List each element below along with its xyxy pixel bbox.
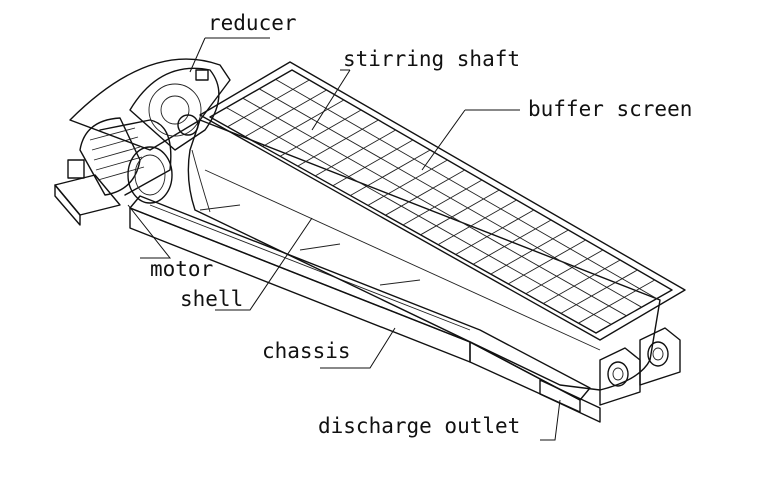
- label-motor: motor: [150, 257, 213, 281]
- callout-labels: reducer stirring shaft buffer screen mot…: [150, 11, 692, 438]
- label-stirring-shaft: stirring shaft: [343, 47, 520, 71]
- shell-body: [187, 119, 661, 391]
- bearing-blocks: [599, 327, 681, 406]
- buffer-screen: [199, 61, 686, 341]
- label-discharge-outlet: discharge outlet: [318, 414, 520, 438]
- leader-lines: [127, 37, 561, 441]
- label-chassis: chassis: [262, 339, 351, 363]
- reducer-unit: [69, 58, 231, 151]
- label-buffer-screen: buffer screen: [528, 97, 692, 121]
- motor-unit: [54, 117, 173, 226]
- label-reducer: reducer: [208, 11, 297, 35]
- label-shell: shell: [180, 287, 243, 311]
